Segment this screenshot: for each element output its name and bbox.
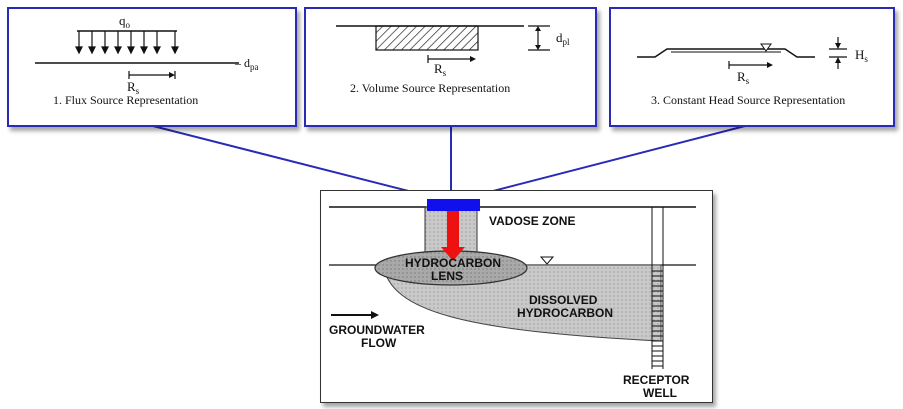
volume-source-panel: Rs dpl 2. Volume Source Representation bbox=[304, 7, 597, 127]
volume-radius-label: Rs bbox=[434, 61, 447, 78]
source-cap bbox=[427, 199, 480, 211]
receptor-well bbox=[651, 207, 664, 369]
constant-head-panel: Rs Hs 3. Constant Head Source Representa… bbox=[609, 7, 895, 127]
plume-label-line2: HYDROCARBON bbox=[517, 306, 613, 320]
connector-line-flux bbox=[152, 125, 441, 200]
volume-source-block bbox=[375, 25, 479, 51]
flux-load-label: qo bbox=[119, 13, 131, 30]
flow-label-line1: GROUNDWATER bbox=[329, 323, 425, 337]
flux-arrows bbox=[75, 31, 179, 55]
vadose-zone-label: VADOSE ZONE bbox=[489, 214, 575, 228]
well-label-line1: RECEPTOR bbox=[623, 373, 690, 387]
plume-label-line1: DISSOLVED bbox=[529, 293, 598, 307]
constant-head-sketch: Rs Hs bbox=[637, 37, 868, 86]
volume-source-sketch: Rs dpl bbox=[336, 25, 570, 78]
lens-label-line2: LENS bbox=[431, 269, 463, 283]
lens-label-line1: HYDROCARBON bbox=[405, 256, 501, 270]
cross-section-diagram: VADOSE ZONE HYDROCARBON LENS DISSOLVED H… bbox=[320, 190, 713, 403]
flux-source-sketch: qo Rs – dpa bbox=[35, 13, 259, 96]
source-arrow-head bbox=[441, 247, 465, 261]
source-arrow-shaft bbox=[447, 211, 459, 249]
flux-source-panel: qo Rs – dpa 1. Flux Source Representatio… bbox=[7, 7, 297, 127]
water-table-icon bbox=[760, 43, 772, 52]
flux-source-caption: 1. Flux Source Representation bbox=[53, 93, 199, 107]
flux-radius-label: Rs bbox=[127, 79, 140, 96]
volume-depth-label: dpl bbox=[556, 30, 570, 47]
water-table-icon bbox=[539, 256, 555, 265]
head-height-label: Hs bbox=[855, 47, 868, 64]
well-label-line2: WELL bbox=[643, 386, 677, 400]
flow-label-line2: FLOW bbox=[361, 336, 397, 350]
flux-depth-label: – dpa bbox=[234, 56, 259, 72]
head-radius-label: Rs bbox=[737, 69, 750, 86]
connector-line-head bbox=[461, 125, 746, 200]
constant-head-caption: 3. Constant Head Source Representation bbox=[651, 93, 846, 107]
volume-source-caption: 2. Volume Source Representation bbox=[350, 81, 511, 95]
cross-section-sketch: VADOSE ZONE HYDROCARBON LENS DISSOLVED H… bbox=[329, 199, 696, 400]
channel-profile bbox=[637, 48, 815, 58]
